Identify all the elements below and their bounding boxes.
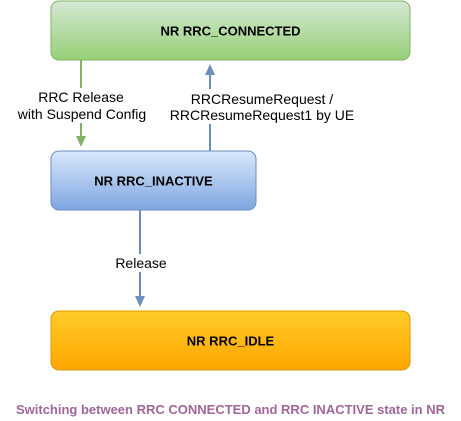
state-connected-label: NR RRC_CONNECTED	[160, 24, 300, 39]
resume-request-label-line1: RRCResumeRequest /	[191, 91, 333, 107]
state-inactive-label: NR RRC_INACTIVE	[94, 174, 213, 189]
state-inactive: NR RRC_INACTIVE	[50, 150, 257, 211]
release-arrowhead	[135, 296, 145, 307]
state-inactive-box	[50, 150, 257, 211]
release-with-suspend-arrowhead	[76, 136, 86, 147]
state-connected: NR RRC_CONNECTED	[50, 0, 411, 61]
state-idle-label: NR RRC_IDLE	[187, 334, 275, 349]
release-label: Release	[113, 254, 169, 272]
resume-request-label-line2: RRCResumeRequest1 by UE	[170, 107, 354, 123]
release-with-suspend-label: RRC Release with Suspend Config	[16, 88, 148, 123]
resume-request-label: RRCResumeRequest / RRCResumeRequest1 by …	[168, 89, 356, 124]
state-idle-box	[50, 310, 411, 371]
release-with-suspend-label-line1: RRC Release	[38, 89, 124, 105]
state-idle: NR RRC_IDLE	[50, 310, 411, 371]
release-label-text: Release	[115, 255, 167, 271]
state-diagram: NR RRC_CONNECTED NR RRC_INACTIVE NR RRC_…	[16, 0, 411, 371]
release-with-suspend-label-line2: with Suspend Config	[17, 106, 146, 122]
resume-request-arrowhead	[205, 64, 215, 75]
state-connected-box	[50, 0, 411, 61]
diagram-caption: Switching between RRC CONNECTED and RRC …	[15, 402, 446, 417]
